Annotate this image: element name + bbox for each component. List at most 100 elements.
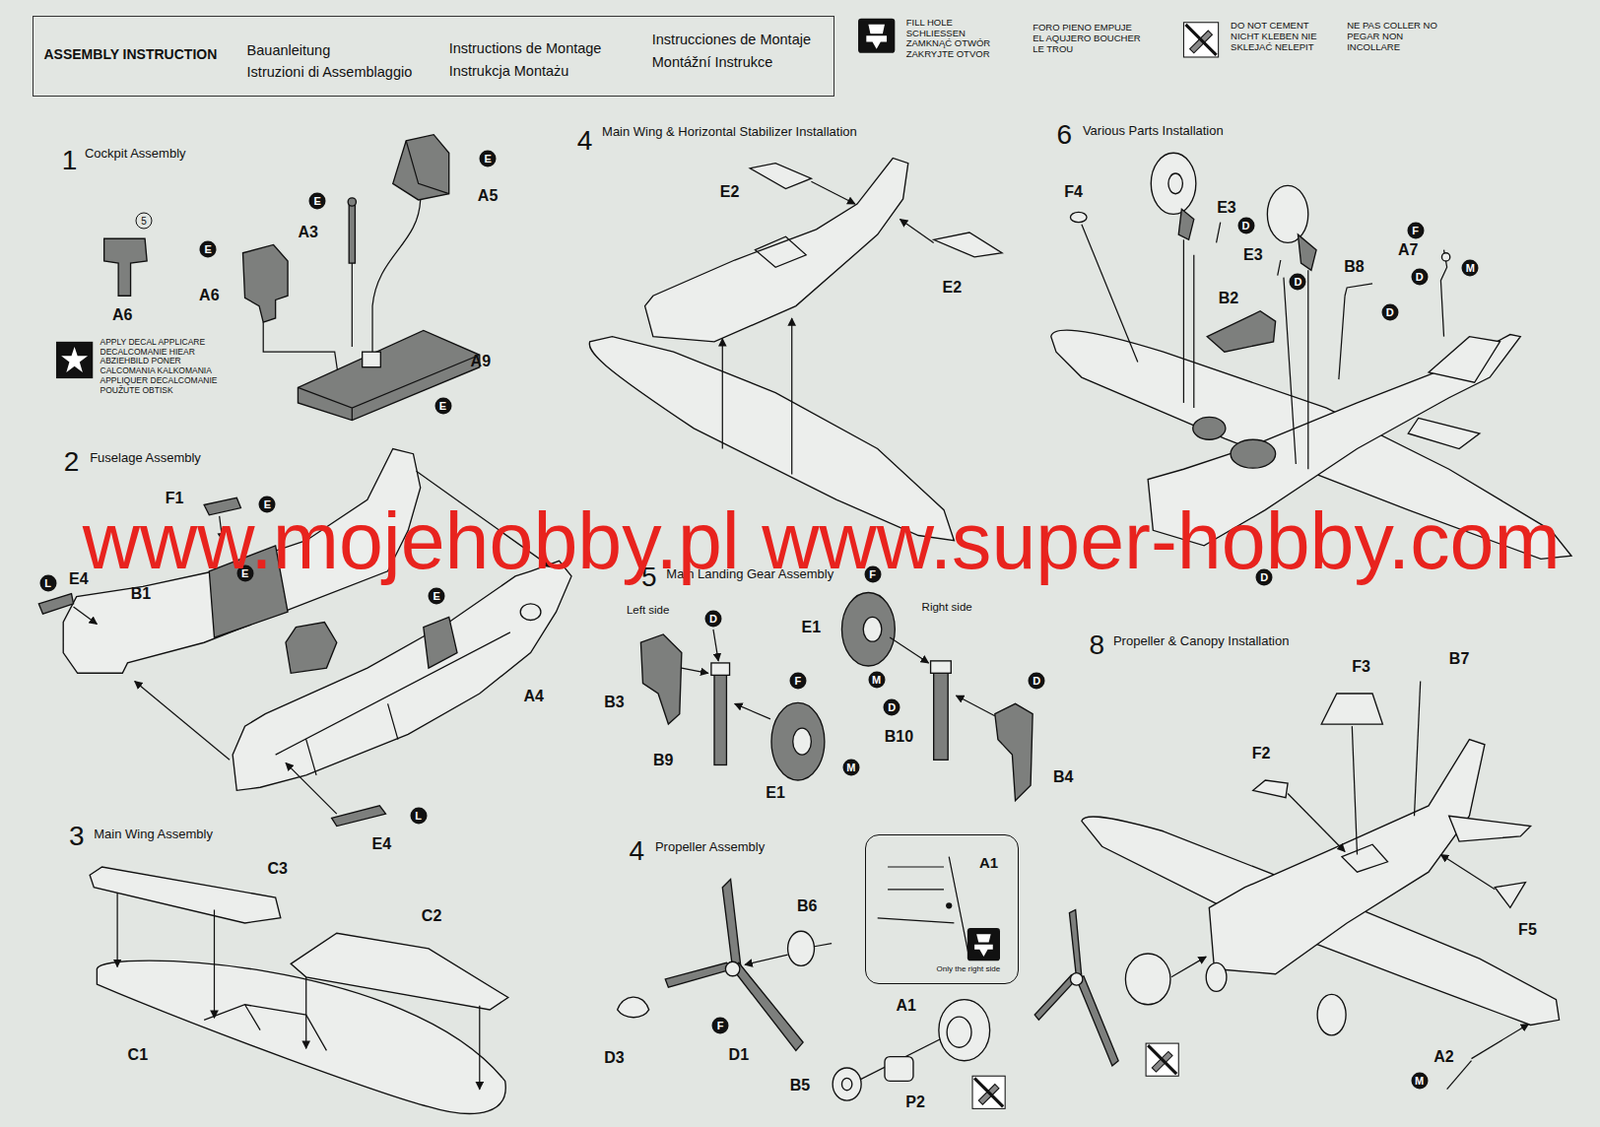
part-number: F4 (1064, 183, 1083, 201)
step1-cockpit-parts (393, 134, 450, 200)
step8-propeller-canopy (1447, 1061, 1472, 1090)
legend-text: DO NOT CEMENT NICHT KLEBEN NIE SKLEJAĆ N… (1230, 20, 1330, 54)
part-number: P2 (905, 1093, 926, 1112)
cement-letter-badge: F (1406, 222, 1424, 240)
step-title: Various Parts Installation (1082, 122, 1224, 137)
step-title: Main Wing & Horizontal Stabilizer Instal… (601, 123, 858, 138)
step4-wing-install (791, 318, 793, 474)
box-text: ASSEMBLY INSTRUCTION (43, 46, 217, 63)
part-number: E3 (1243, 246, 1264, 265)
step5-landing-gear (771, 702, 825, 781)
step4-propeller (832, 1067, 862, 1101)
box-text: Montážní Instrukce (652, 54, 774, 70)
step4-propeller (945, 902, 952, 909)
step5-landing-gear (714, 667, 727, 765)
cement-letter-badge: D (1028, 671, 1046, 689)
step3-wing-parts (213, 909, 215, 1018)
step5-landing-gear (640, 593, 1033, 801)
part-number: D3 (603, 1049, 624, 1067)
part-number: E2 (942, 278, 963, 297)
part-number: B4 (1053, 768, 1073, 787)
step-number: 1 (62, 144, 78, 177)
step8-propeller-canopy (1034, 681, 1559, 1090)
cement-letter-badge: D (1237, 216, 1255, 234)
step8-propeller-canopy (1068, 909, 1081, 979)
step4-propeller (744, 954, 789, 965)
fill-hole-icon (858, 18, 895, 54)
cement-letter-badge: D (1381, 303, 1399, 321)
step4-propeller (725, 961, 740, 976)
step4-wing-install (589, 157, 1002, 540)
step6-various-parts (1441, 253, 1450, 262)
step5-landing-gear (933, 667, 949, 760)
step4-wing-install (900, 219, 934, 244)
step8-propeller-canopy (1076, 976, 1119, 1067)
side-label: Right side (922, 600, 973, 613)
part-number: E2 (720, 183, 740, 201)
part-number: E1 (801, 618, 822, 637)
step1-cockpit-parts (372, 200, 421, 352)
part-number: F3 (1351, 658, 1371, 676)
step8-propeller-canopy (1069, 973, 1082, 986)
part-number: A1 (895, 997, 916, 1015)
step6-various-parts (1183, 239, 1185, 403)
do-not-cement-icon (1147, 1045, 1177, 1074)
step1-cockpit-parts (104, 238, 147, 296)
step1-cockpit-parts (297, 330, 479, 420)
step8-propeller-canopy (1253, 780, 1288, 799)
do-not-cement-icon (1183, 22, 1218, 58)
step1-cockpit-parts (405, 140, 450, 195)
step2-fuselage-halves (134, 681, 230, 761)
cement-letter-badge: D (704, 609, 722, 627)
part-number: B3 (603, 693, 624, 712)
do-not-cement-icon (972, 1075, 1005, 1109)
step8-propeller-canopy (1440, 855, 1495, 890)
step-number: 6 (1056, 119, 1072, 151)
do-not-cement-icon (1145, 1043, 1179, 1076)
step6-various-parts (1297, 234, 1317, 270)
part-number: A6 (112, 306, 133, 325)
step6-various-parts (1230, 439, 1276, 468)
step6-various-parts (1440, 250, 1447, 337)
step6-various-parts (1178, 208, 1195, 240)
step8-propeller-canopy (1171, 956, 1206, 978)
step1-cockpit-parts (351, 263, 353, 347)
step3-wing-parts (203, 1004, 327, 1052)
part-number: A2 (1433, 1048, 1454, 1067)
legend-entry: APPLY DECAL APPLICARE DECALCOMANIE HIEAR… (100, 337, 224, 397)
part-number: B2 (1218, 289, 1239, 308)
step-title: Propeller & Canopy Installation (1113, 633, 1290, 649)
detail-inset: A1Only the right side (865, 834, 1018, 985)
fill-hole-icon (967, 928, 1000, 961)
do-not-cement-icon (1183, 22, 1218, 58)
do-not-cement-icon (1145, 1043, 1179, 1076)
step8-propeller-canopy (1351, 726, 1357, 855)
step5-landing-gear (793, 728, 812, 755)
step8-propeller-canopy (1034, 975, 1076, 1021)
step-number: 4 (577, 125, 594, 157)
do-not-cement-icon (1186, 24, 1217, 56)
cement-letter-badge: E (434, 398, 452, 415)
do-not-cement-icon (972, 1075, 1005, 1109)
step4-propeller (722, 878, 741, 969)
part-number: B5 (790, 1076, 810, 1095)
step4-wing-install (754, 236, 806, 267)
part-number: C3 (266, 860, 287, 878)
step4-propeller (946, 1016, 972, 1048)
box-text: Instrukcja Montażu (449, 63, 570, 79)
step6-various-parts (1081, 224, 1138, 363)
step6-various-parts (1266, 185, 1308, 243)
step1-cockpit-parts (362, 351, 382, 368)
step8-propeller-canopy (1414, 681, 1421, 817)
legend-text: FORO PIENO EMPUJE EL AQUJERO BOUCHER LE … (1032, 22, 1141, 56)
step4-wing-install (810, 181, 856, 204)
step5-landing-gear (955, 695, 995, 717)
part-number: D1 (729, 1046, 749, 1065)
step4-wing-install (933, 232, 1002, 258)
step6-various-parts (1069, 211, 1087, 222)
step4-propeller (877, 857, 970, 960)
part-number: B9 (653, 751, 673, 770)
part-number: B1 (131, 585, 151, 603)
legend-text: FILL HOLE SCHLIESSEN ZAMKNĄĆ OTWÓR ZAKRY… (906, 17, 1005, 62)
